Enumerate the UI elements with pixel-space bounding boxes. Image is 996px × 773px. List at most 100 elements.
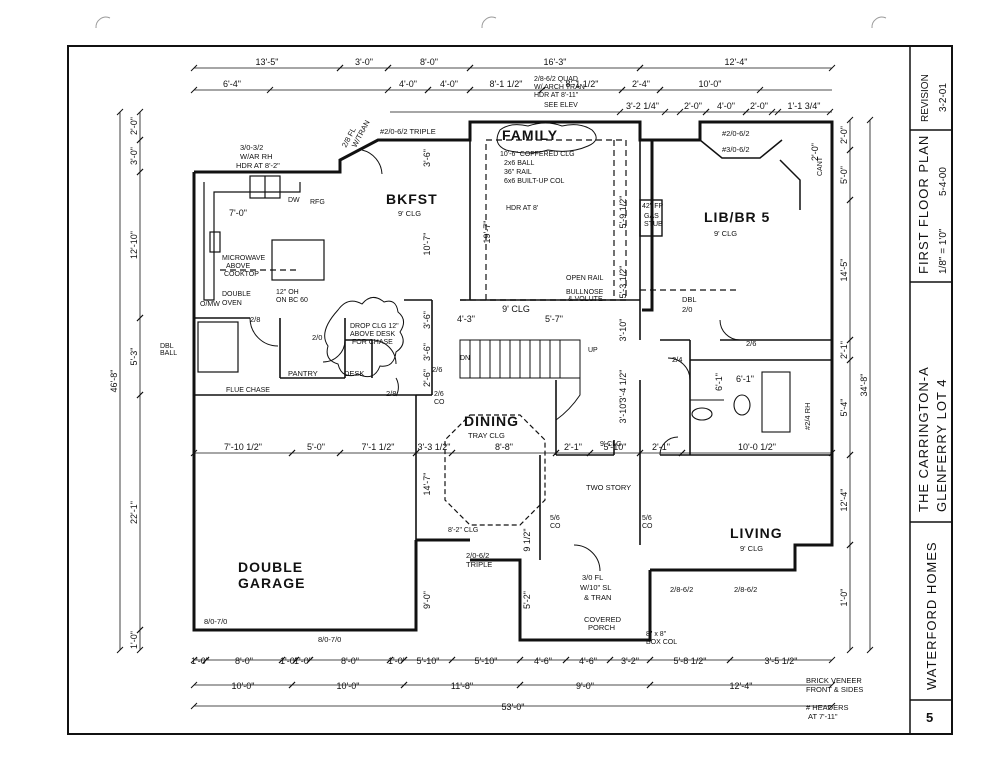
note-lib-window-1: #2/0-6/2	[722, 129, 750, 138]
note-triple-top: #2/0-6/2 TRIPLE	[380, 127, 436, 136]
note-arch-tran: W/ ARCH TRAN	[534, 84, 585, 91]
dim-top-1-3: 16'-3"	[544, 57, 567, 67]
dim-top-1-0: 13'-5"	[256, 57, 279, 67]
note-clg-8-2: 8'-2" CLG	[448, 527, 478, 534]
note-box-col: 8" x 8"	[646, 631, 667, 638]
room-garage-2: GARAGE	[238, 575, 305, 591]
note-above: ABOVE	[226, 263, 250, 270]
room-two-story: TWO STORY	[586, 483, 631, 492]
note-co-2: CO	[550, 523, 561, 530]
dim-mid-7: 2'-1"	[652, 442, 670, 452]
note-dbl-2: 2/0	[682, 305, 692, 314]
dim-right-1: 5'-0"	[839, 166, 849, 184]
dim-inner-10: 3'-10"	[618, 401, 628, 424]
note-flue-chase: FLUE CHASE	[226, 387, 270, 394]
door-swings	[249, 149, 741, 572]
dim-inner-3: 3'-6"	[422, 343, 432, 361]
note-door-2-4: 2/4	[672, 355, 682, 364]
title-sheet-number: 5	[926, 710, 933, 725]
dimension-ticks	[116, 64, 874, 710]
note-gas-2: STUB	[644, 221, 663, 228]
note-bath-dim: 6'-1"	[736, 374, 754, 384]
dim-left-2: 12'-10"	[129, 231, 139, 259]
dim-inner-2: 3'-6"	[422, 311, 432, 329]
note-oven: OVEN	[222, 300, 242, 307]
room-desk: DESK	[344, 369, 364, 378]
note-co-6: CO	[434, 399, 445, 406]
dim-top-1-4: 12'-4"	[725, 57, 748, 67]
note-kitchen-window: 3/0-3/2	[240, 143, 263, 152]
note-co-1: 5/6	[550, 515, 560, 522]
hole-punch-marks	[95, 16, 887, 29]
note-hdr-811: HDR AT 8'-11"	[534, 92, 579, 99]
dim-small-1: 4'-3"	[457, 314, 475, 324]
room-porch-1: COVERED	[584, 615, 622, 624]
note-front-door-3: & TRAN	[584, 593, 611, 602]
dim-inner-0: 3'-6"	[422, 149, 432, 167]
sheet-border	[67, 45, 953, 735]
fireplace	[639, 199, 663, 237]
dim-top-2-4: 8'-1 1/2"	[566, 79, 599, 89]
dim-bot-total: 53'-0"	[502, 702, 525, 712]
note-gas: GAS	[644, 213, 659, 220]
note-drop-clg: DROP CLG 12"	[350, 323, 399, 330]
note-quad: 2/8-6/2 QUAD	[534, 76, 578, 83]
room-garage-1: DOUBLE	[238, 559, 303, 575]
dim-bot-1-4: 8'-0"	[341, 656, 359, 666]
note-above-desk: ABOVE DESK	[350, 331, 395, 338]
dim-mid-5: 2'-1"	[564, 442, 582, 452]
dim-left-total: 46'-8"	[109, 370, 119, 393]
dim-left-3: 5'-3"	[129, 348, 139, 366]
exterior-walls	[192, 120, 834, 642]
room-bkfst-clg: 9' CLG	[398, 209, 421, 218]
note-see-elev: SEE ELEV	[544, 102, 578, 109]
dim-bot-1-8: 4'-6"	[534, 656, 552, 666]
room-family: FAMILY	[502, 127, 558, 143]
dim-left-0: 2'-0"	[129, 117, 139, 135]
note-oh: 12" OH	[276, 289, 299, 296]
dim-bot-2-2: 11'-8"	[451, 681, 473, 691]
room-family-note-1: 10'-6" COFFERED CLG	[500, 151, 575, 158]
note-headers-2: AT 7'-11"	[808, 712, 838, 721]
note-co-5: 2/6	[434, 391, 444, 398]
dim-inner-11: 14'-7"	[422, 473, 432, 496]
dim-top-2-2: 4'-0"	[440, 79, 458, 89]
note-dw: DW	[288, 197, 300, 204]
dim-top-2-0: 6'-4"	[223, 79, 241, 89]
drop-ceiling-cloud	[324, 297, 404, 378]
stair	[459, 339, 581, 421]
family-cloud	[496, 122, 597, 154]
dim-right-5: 12'-4"	[839, 489, 849, 512]
title-revision-date: 3-2-01	[938, 83, 949, 112]
room-lib: LIB/BR 5	[704, 209, 770, 225]
note-triple-bot: 2/0-6/2	[466, 551, 489, 560]
dim-mid-6: 5'-10"	[604, 442, 627, 452]
note-bullnose: BULLNOSE	[566, 289, 604, 296]
dim-left-1: 3'-0"	[129, 147, 139, 165]
note-door-2-6: 2/6	[746, 339, 756, 348]
note-brick-2: FRONT & SIDES	[806, 685, 863, 694]
dim-bot-1-7: 5'-10"	[475, 656, 498, 666]
dim-inner-8: 3'-10"	[618, 319, 628, 342]
note-door-2-8: 2/8	[250, 315, 260, 324]
title-lot: GLENFERRY LOT 4	[934, 379, 949, 513]
dim-top-2-6: 10'-0"	[699, 79, 722, 89]
dim-small-3: 9' CLG	[502, 304, 530, 314]
note-rfg: RFG	[310, 199, 325, 206]
dim-mid-2: 7'-1 1/2"	[362, 442, 395, 452]
dim-bot-2-3: 9'-0"	[576, 681, 594, 691]
note-co-4: CO	[642, 523, 653, 530]
note-front-door-2: W/10" SL	[580, 583, 611, 592]
dim-top-1-2: 8'-0"	[420, 57, 438, 67]
dim-bot-1-12: 3'-5 1/2"	[765, 656, 798, 666]
dim-inner-4: 2'-6"	[422, 369, 432, 387]
title-sheet-title: FIRST FLOOR PLAN	[916, 135, 931, 274]
room-lib-clg: 9' CLG	[714, 229, 737, 238]
note-dbl-ball: DBL	[160, 343, 174, 350]
dim-inner-16: 2'-0"	[810, 143, 820, 161]
note-headers: # HEADERS	[806, 703, 849, 712]
dim-top-3-4: 1'-1 3/4"	[788, 101, 821, 111]
note-dbl: DBL	[682, 295, 697, 304]
